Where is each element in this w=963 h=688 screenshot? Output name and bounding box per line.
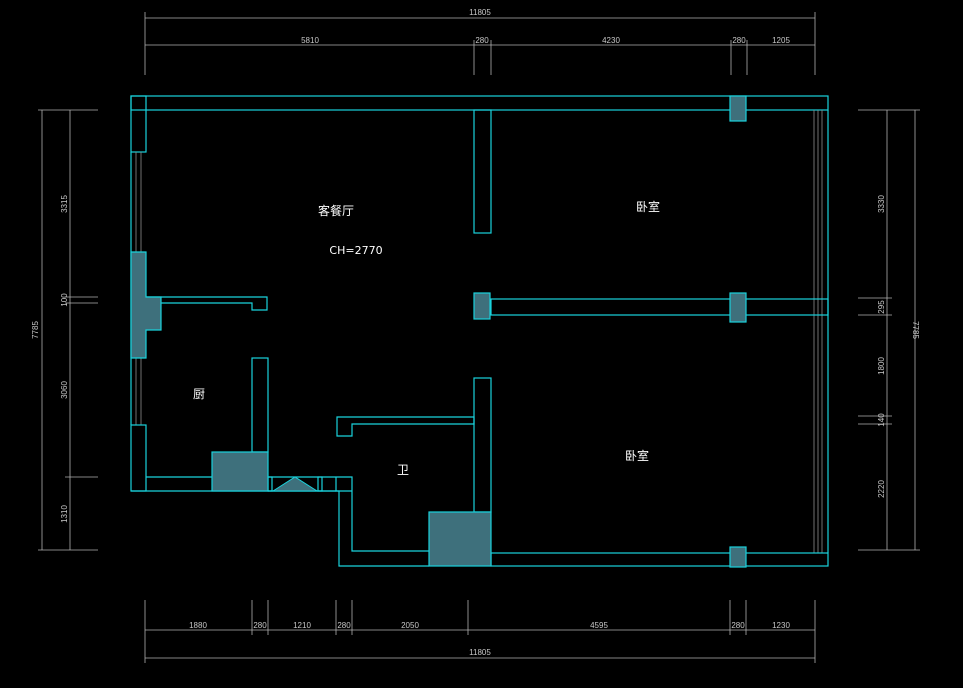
- dim-top-total: 11805: [469, 8, 491, 17]
- dimension-top: 11805 5810 280 4230 280 1205: [144, 8, 816, 75]
- dim-right-seg: 3330: [877, 195, 886, 213]
- dimension-right: 3330 295 1800 140 2220 7785: [858, 109, 920, 551]
- dimension-bottom: 1880 280 1210 280 2050 4595 280 1230 118…: [144, 600, 816, 663]
- dim-left-total: 7785: [31, 321, 40, 339]
- dim-right-total: 7785: [911, 321, 920, 339]
- dim-bottom-seg: 1230: [772, 621, 790, 630]
- dim-bottom-total: 11805: [469, 648, 491, 657]
- dim-left-seg: 1310: [60, 505, 69, 523]
- dim-left-seg: 3315: [60, 195, 69, 213]
- walls: [130, 95, 829, 567]
- dimension-left: 7785 3315 100 3060 1310: [31, 109, 98, 551]
- room-label-bathroom: 卫: [397, 463, 409, 477]
- dim-bottom-seg: 2050: [401, 621, 419, 630]
- dim-right-seg: 2220: [877, 480, 886, 498]
- dim-top-seg: 1205: [772, 36, 790, 45]
- dim-left-seg: 100: [60, 293, 69, 307]
- room-label-living-dining: 客餐厅: [318, 203, 354, 218]
- ceiling-height-label: CH=2770: [329, 244, 382, 257]
- room-label-kitchen: 厨: [193, 387, 205, 401]
- dim-top-seg: 280: [732, 36, 746, 45]
- dim-bottom-seg: 280: [253, 621, 267, 630]
- dim-top-seg: 280: [475, 36, 489, 45]
- dim-right-seg: 1800: [877, 357, 886, 375]
- dim-bottom-seg: 1880: [189, 621, 207, 630]
- columns: [130, 95, 747, 568]
- dim-left-seg: 3060: [60, 381, 69, 399]
- door-threshold-icon: [271, 476, 319, 492]
- dim-bottom-seg: 4595: [590, 621, 608, 630]
- dim-bottom-seg: 280: [731, 621, 745, 630]
- dim-top-seg: 4230: [602, 36, 620, 45]
- dim-bottom-seg: 280: [337, 621, 351, 630]
- dim-bottom-seg: 1210: [293, 621, 311, 630]
- dim-right-seg: 295: [877, 300, 886, 314]
- dim-right-seg: 140: [877, 413, 886, 427]
- room-label-bedroom-top: 卧室: [636, 199, 660, 214]
- room-label-bedroom-bottom: 卧室: [625, 448, 649, 463]
- dim-top-seg: 5810: [301, 36, 319, 45]
